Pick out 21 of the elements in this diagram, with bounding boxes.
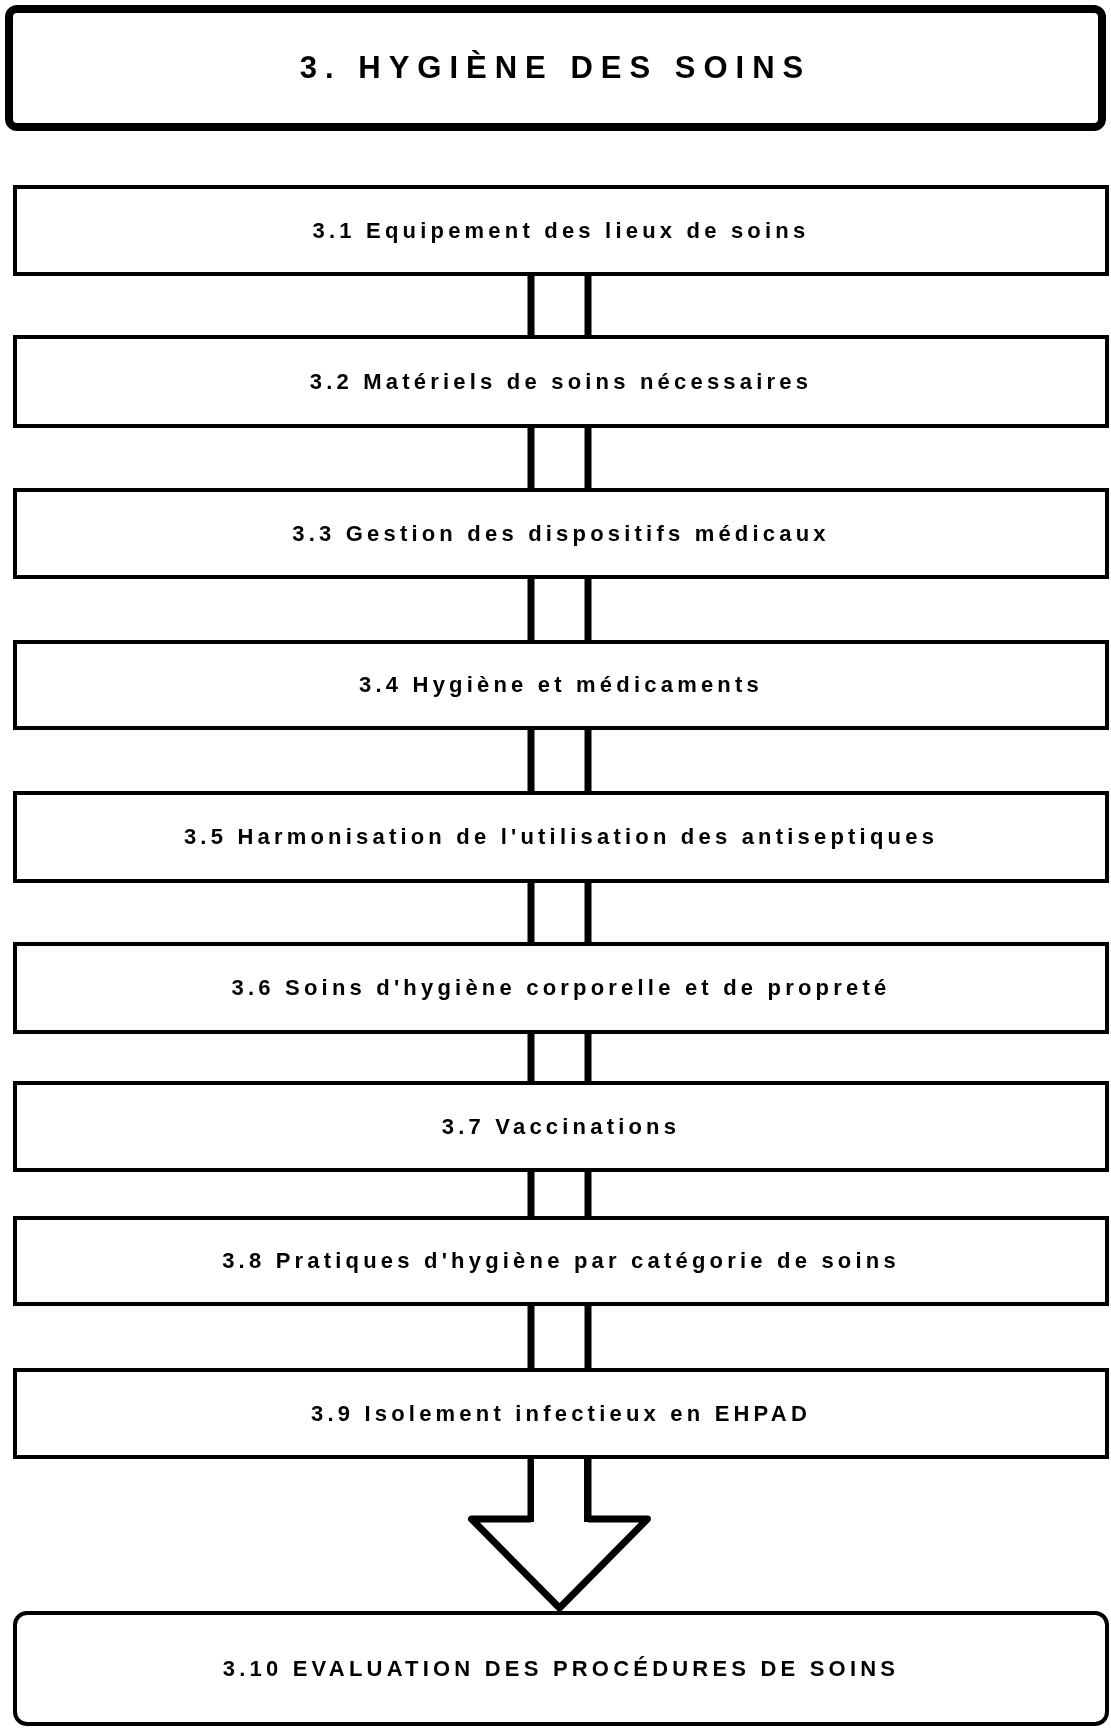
step-label: 3.1 Equipement des lieux de soins	[312, 217, 810, 244]
step-label: 3.3 Gestion des dispositifs médicaux	[292, 520, 830, 547]
step-label: 3.8 Pratiques d'hygiène par catégorie de soins	[222, 1248, 900, 1274]
step-label: 3.5 Harmonisation de l'utilisation des antiseptiques	[183, 824, 939, 850]
step-label: 3.7 Vaccinations	[441, 1113, 681, 1140]
process-box	[13, 640, 1109, 730]
process-box	[13, 1081, 1109, 1172]
process-box	[13, 185, 1109, 276]
process-box	[13, 1216, 1109, 1306]
process-box	[13, 335, 1109, 428]
terminal-box	[13, 1611, 1109, 1726]
step-label: 3.10 EVALUATION DES PROCÉDURES DE SOINS	[222, 1655, 900, 1682]
step-label: 3.2 Matériels de soins nécessaires	[309, 368, 813, 395]
process-box	[13, 1368, 1109, 1459]
step-label: 3.9 Isolement infectieux en EHPAD	[310, 1400, 812, 1427]
process-box	[13, 942, 1109, 1034]
diagram-title: 3. HYGIÈNE DES SOINS	[299, 50, 812, 86]
step-label: 3.4 Hygiène et médicaments	[359, 672, 763, 698]
step-label: 3.6 Soins d'hygiène corporelle et de propreté	[231, 975, 891, 1001]
process-box	[13, 791, 1109, 883]
process-box	[13, 488, 1109, 579]
